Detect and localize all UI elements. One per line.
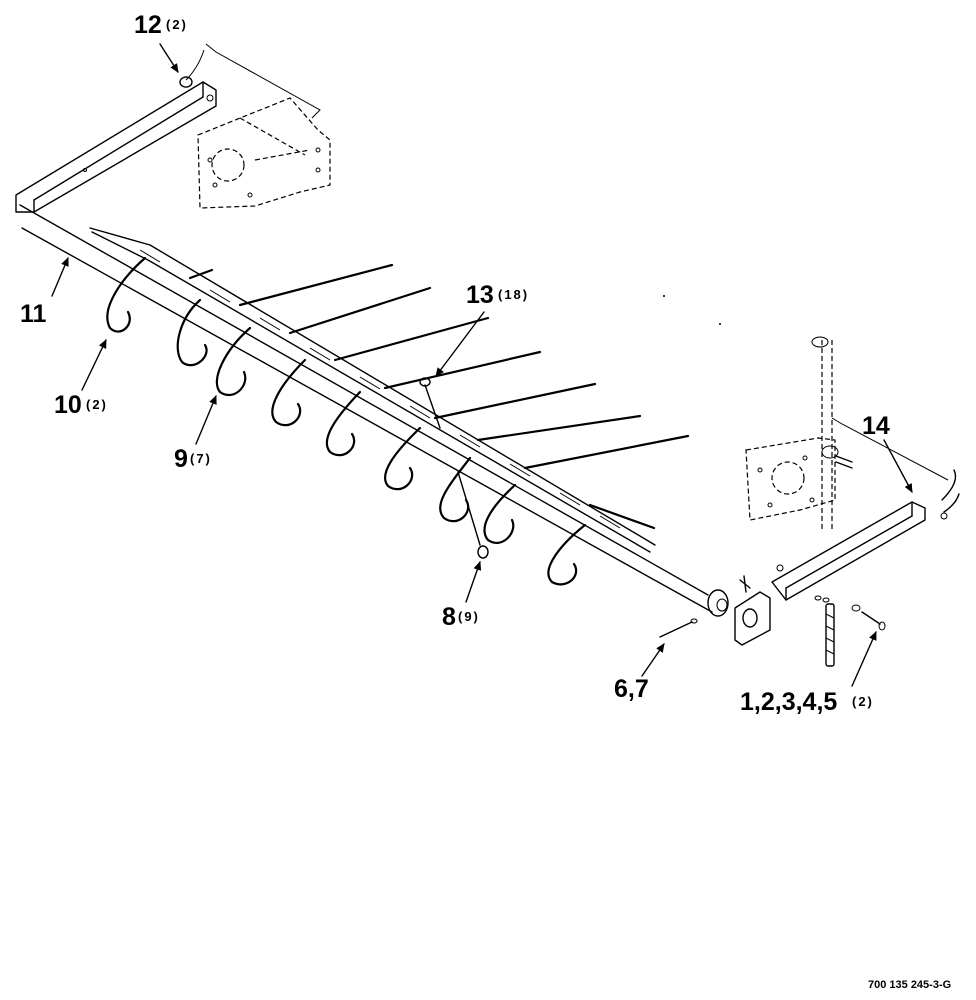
drawing-code: 700 135 245-3-G <box>868 979 951 991</box>
svg-text:(7): (7) <box>190 451 212 466</box>
callout-13: 13 (18) <box>466 281 529 309</box>
svg-text:9: 9 <box>174 445 188 473</box>
callout-12: 12 (2) <box>134 11 188 39</box>
callout-14: 14 <box>862 412 890 440</box>
callout-8: 8 (9) <box>442 603 480 631</box>
callout-10: 10 (2) <box>54 391 108 419</box>
svg-text:14: 14 <box>862 412 890 440</box>
curved-tines <box>106 256 587 586</box>
callout-9: 9 (7) <box>174 445 212 473</box>
svg-text:12: 12 <box>134 11 162 39</box>
svg-text:13: 13 <box>466 281 494 309</box>
tine-bolts <box>419 377 489 559</box>
svg-text:11: 11 <box>20 300 47 328</box>
svg-text:(18): (18) <box>498 287 529 302</box>
spring-hardware <box>659 564 886 667</box>
svg-text:8: 8 <box>442 603 456 631</box>
specks <box>663 295 721 325</box>
main-tube <box>19 204 729 617</box>
svg-text:10: 10 <box>54 391 82 419</box>
svg-text:(2): (2) <box>86 397 108 412</box>
right-mounting-bracket <box>745 336 949 530</box>
straight-tines <box>188 263 690 530</box>
svg-text:(9): (9) <box>458 609 480 624</box>
svg-text:(2): (2) <box>852 694 874 709</box>
left-mounting-bracket <box>197 43 331 209</box>
svg-text:1,2,3,4,5: 1,2,3,4,5 <box>740 688 837 716</box>
callout-6-7: 6,7 <box>614 675 649 703</box>
left-arm <box>15 49 217 213</box>
right-arm <box>734 469 960 646</box>
svg-text:(2): (2) <box>166 17 188 32</box>
leader-arrows <box>51 43 913 687</box>
svg-text:6,7: 6,7 <box>614 675 649 703</box>
callout-1-5: 1,2,3,4,5 (2) <box>740 688 874 716</box>
callout-11: 11 <box>20 300 47 328</box>
tine-holder-strip <box>89 227 656 553</box>
